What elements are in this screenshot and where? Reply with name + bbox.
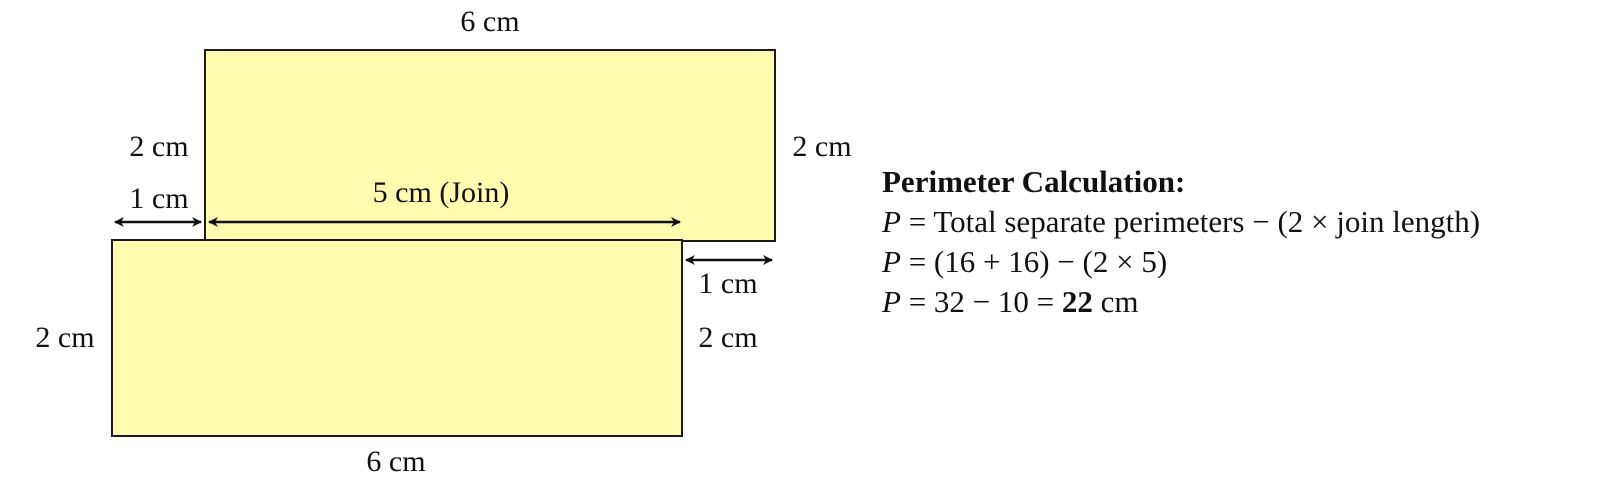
lower-right-height-label: 2 cm — [698, 321, 758, 354]
upper-rectangle — [204, 49, 776, 242]
result-value: 22 — [1061, 284, 1093, 319]
lower-left-height-label: 2 cm — [35, 321, 95, 354]
variable-p: P — [882, 284, 901, 319]
variable-p: P — [882, 204, 901, 239]
offset-right-label: 1 cm — [698, 267, 758, 300]
upper-left-height-label: 2 cm — [129, 130, 189, 163]
equation-text: = 32 − 10 = — [900, 284, 1062, 319]
offset-left-label: 1 cm — [129, 182, 189, 215]
result-unit: cm — [1092, 284, 1139, 319]
lower-width-label: 6 cm — [366, 445, 426, 478]
perimeter-calculation: Perimeter Calculation: P = Total separat… — [882, 162, 1480, 322]
calculation-line-1: P = Total separate perimeters − (2 × joi… — [882, 202, 1480, 242]
equation-text: = (16 + 16) − (2 × 5) — [900, 244, 1168, 279]
join-label: 5 cm (Join) — [372, 176, 510, 209]
calculation-line-3: P = 32 − 10 = 22 cm — [882, 282, 1480, 322]
calculation-title: Perimeter Calculation: — [882, 164, 1186, 199]
calculation-line-2: P = (16 + 16) − (2 × 5) — [882, 242, 1480, 282]
upper-width-label: 6 cm — [460, 5, 520, 38]
upper-right-height-label: 2 cm — [792, 130, 852, 163]
lower-rectangle — [111, 239, 683, 437]
equation-text: = Total separate perimeters − (2 × join … — [900, 204, 1481, 239]
variable-p: P — [882, 244, 901, 279]
